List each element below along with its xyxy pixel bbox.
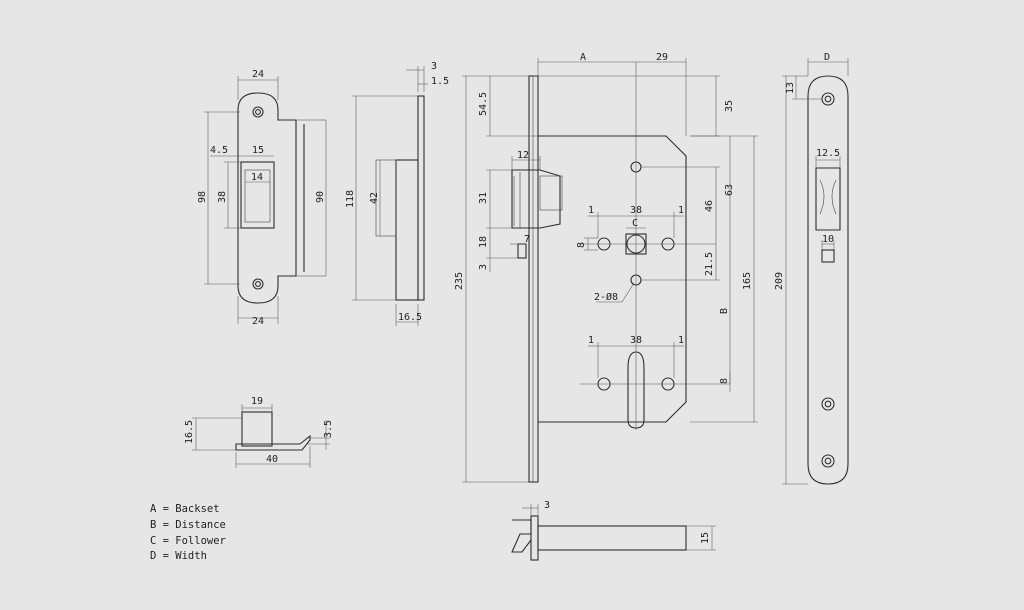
dim-overall-height: 235 — [454, 272, 465, 290]
dim-faceplate-height: 209 — [774, 272, 785, 290]
dim-faceplate-top-offset: 13 — [785, 82, 796, 94]
dim-case-height: 165 — [742, 272, 753, 290]
dim-case-width: 29 — [656, 52, 668, 63]
dim-strike-inner-width: 14 — [251, 172, 263, 183]
dim-upper-hole-spacing: 38 — [630, 205, 642, 216]
dim-faceplate-latch-width: 12.5 — [816, 148, 840, 159]
dim-faceplate-bolt-width: 10 — [822, 234, 834, 245]
faceplate-front — [782, 58, 849, 485]
dim-lower-gap-left: 1 — [588, 335, 594, 346]
dim-strike-box-height: 42 — [369, 192, 380, 204]
dim-strike-height-outer: 98 — [197, 191, 208, 203]
dim-bolt-length: 40 — [266, 454, 278, 465]
dim-strike-opening-height: 38 — [217, 191, 228, 203]
dim-bottom-thickness: 3 — [544, 500, 550, 511]
dim-latch-to-hole: 18 — [478, 236, 489, 248]
dim-lower-hole-spacing: 38 — [630, 335, 642, 346]
dim-strike-width-bottom: 24 — [252, 316, 264, 327]
dim-follower-label: C — [632, 218, 638, 229]
dim-strike-depth: 16.5 — [398, 312, 422, 323]
dim-lower-gap-right: 1 — [678, 335, 684, 346]
dim-upper-gap-right: 1 — [678, 205, 684, 216]
dim-strike-thickness: 3 — [431, 61, 437, 72]
dim-strike-opening-width: 15 — [252, 145, 264, 156]
bottom-view — [511, 504, 716, 561]
dim-upper-63: 63 — [724, 184, 735, 196]
dim-latch-width: 12 — [517, 150, 529, 161]
lock-body — [462, 58, 758, 483]
bolt-detail — [192, 404, 330, 468]
dim-strike-side-height: 118 — [345, 190, 356, 208]
dim-stop-gap: 3 — [478, 264, 489, 270]
legend-backset: A = Backset — [150, 503, 220, 515]
dim-latch-height: 31 — [478, 192, 489, 204]
dim-strike-offset: 4.5 — [210, 145, 228, 156]
dim-top-offset: 54.5 — [478, 92, 489, 116]
dim-bolt-thickness: 3.5 — [323, 420, 334, 438]
dim-screw-holes: 2-Ø8 — [594, 291, 618, 303]
legend-follower: C = Follower — [150, 535, 226, 547]
dim-strike-lip: 1.5 — [431, 76, 449, 87]
dim-upper-21-5: 21.5 — [704, 252, 715, 276]
dim-distance-label: B — [719, 308, 730, 314]
dim-stop: 7 — [524, 234, 530, 245]
dim-strike-width-top: 24 — [252, 69, 264, 80]
dim-bottom-height: 15 — [700, 532, 711, 544]
dim-upper-gap-left: 1 — [588, 205, 594, 216]
legend-distance: B = Distance — [150, 519, 226, 531]
dim-lower-8: 8 — [719, 378, 730, 384]
dim-upper-46: 46 — [704, 200, 715, 212]
dim-hole-dia: 8 — [576, 242, 587, 248]
strike-plate-side — [352, 66, 428, 326]
dim-top-offset-right: 35 — [724, 100, 735, 112]
dim-strike-height-inner: 90 — [315, 191, 326, 203]
dim-bolt-height: 16.5 — [184, 420, 195, 444]
legend-width: D = Width — [150, 550, 207, 562]
dim-bolt-width: 19 — [251, 396, 263, 407]
strike-plate-front — [204, 76, 327, 324]
dim-backset-label: A — [580, 52, 586, 63]
dim-faceplate-width: D — [824, 52, 830, 63]
